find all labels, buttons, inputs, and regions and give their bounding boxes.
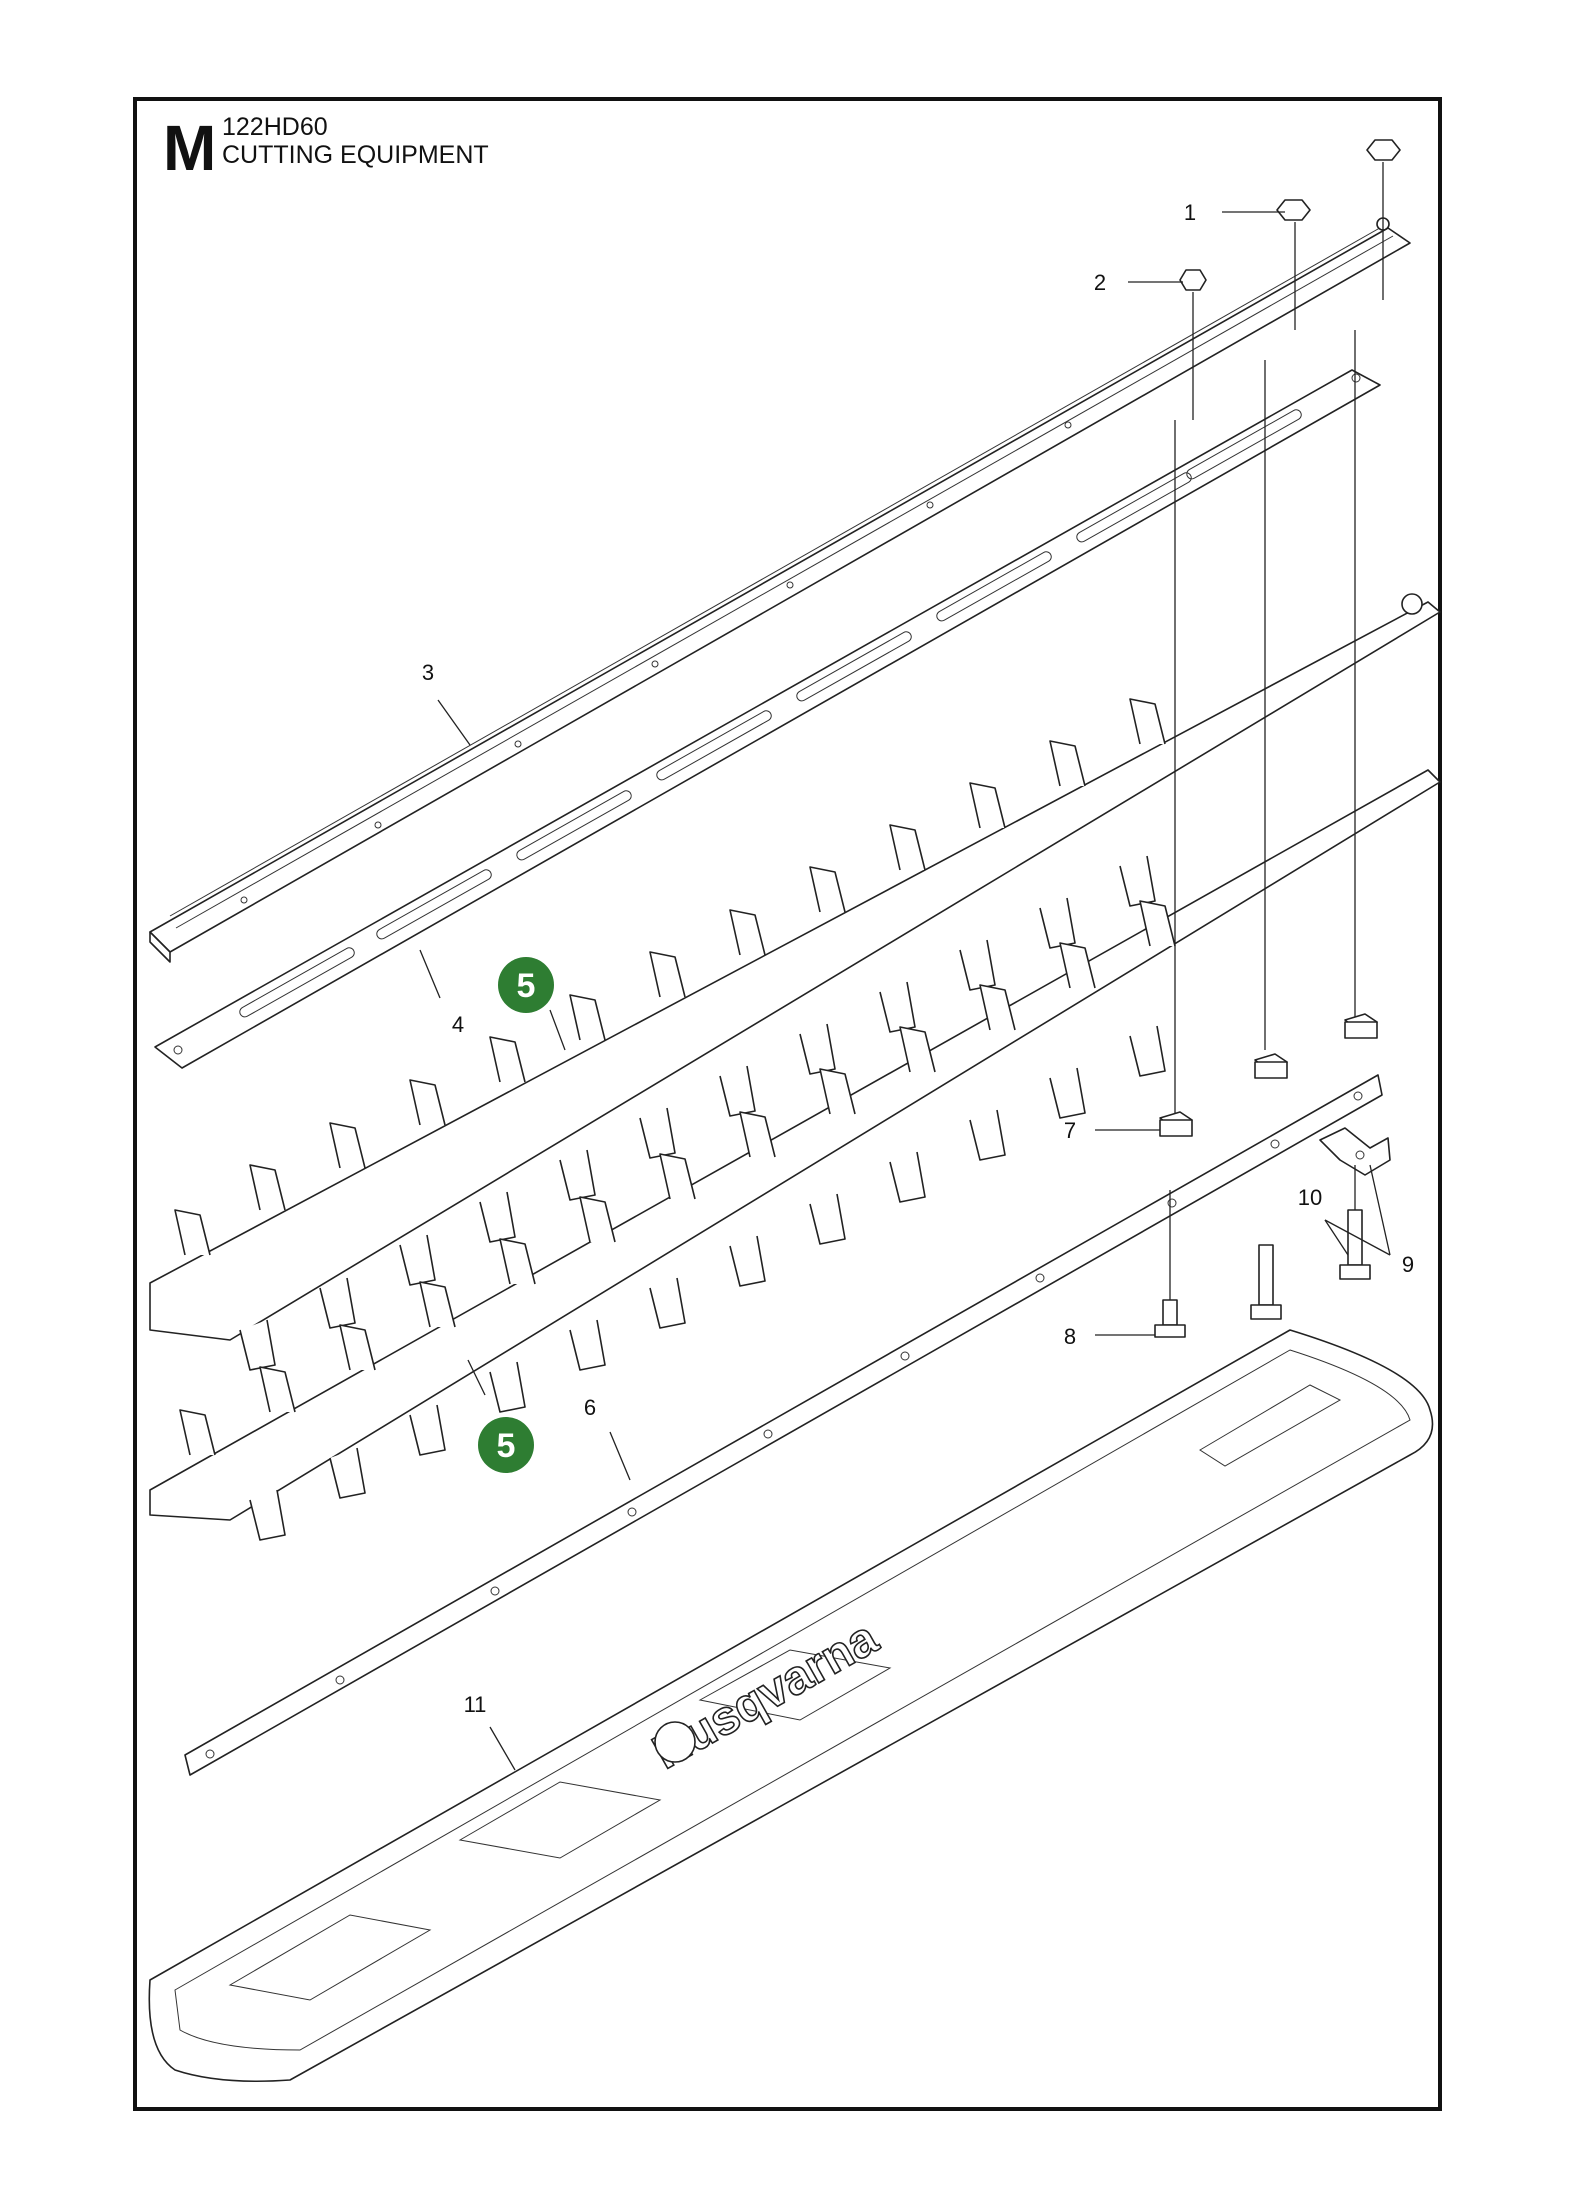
badge-5-lower: 5	[478, 1417, 534, 1473]
model-number: 122HD60	[222, 113, 328, 141]
svg-text:5: 5	[517, 967, 536, 1005]
callout-10: 10	[1298, 1185, 1322, 1210]
badge-5-upper: 5	[498, 957, 554, 1013]
support-plate	[154, 369, 1381, 1069]
bolt-8	[1154, 1190, 1186, 1338]
callout-3: 3	[422, 660, 434, 685]
svg-text:5: 5	[497, 1427, 516, 1465]
lower-cutting-blade	[149, 769, 1441, 1541]
callout-1: 1	[1184, 200, 1196, 225]
bracket-9	[1319, 1127, 1391, 1176]
clamp-strip	[184, 1074, 1383, 1776]
diagram-frame	[133, 97, 1442, 2111]
section-letter: M	[163, 112, 217, 184]
callout-2: 2	[1094, 270, 1106, 295]
callout-9: 9	[1402, 1252, 1414, 1277]
long-bolt	[1250, 1244, 1282, 1320]
flange-nut-1	[1276, 199, 1311, 330]
callout-7: 7	[1064, 1118, 1076, 1143]
square-nut-7	[1159, 1111, 1193, 1137]
callout-6: 6	[584, 1395, 596, 1420]
hex-nut-2	[1179, 269, 1207, 420]
square-nut-middle	[1254, 1053, 1288, 1079]
guide-rail	[149, 217, 1411, 963]
square-nut-right	[1344, 1013, 1378, 1039]
section-title: CUTTING EQUIPMENT	[222, 141, 489, 169]
callout-8: 8	[1064, 1324, 1076, 1349]
flange-nut-top	[1366, 139, 1401, 300]
callout-11: 11	[464, 1692, 487, 1717]
bolt-10	[1339, 1165, 1371, 1280]
crown-icon	[654, 1721, 696, 1763]
callout-4: 4	[452, 1012, 464, 1037]
